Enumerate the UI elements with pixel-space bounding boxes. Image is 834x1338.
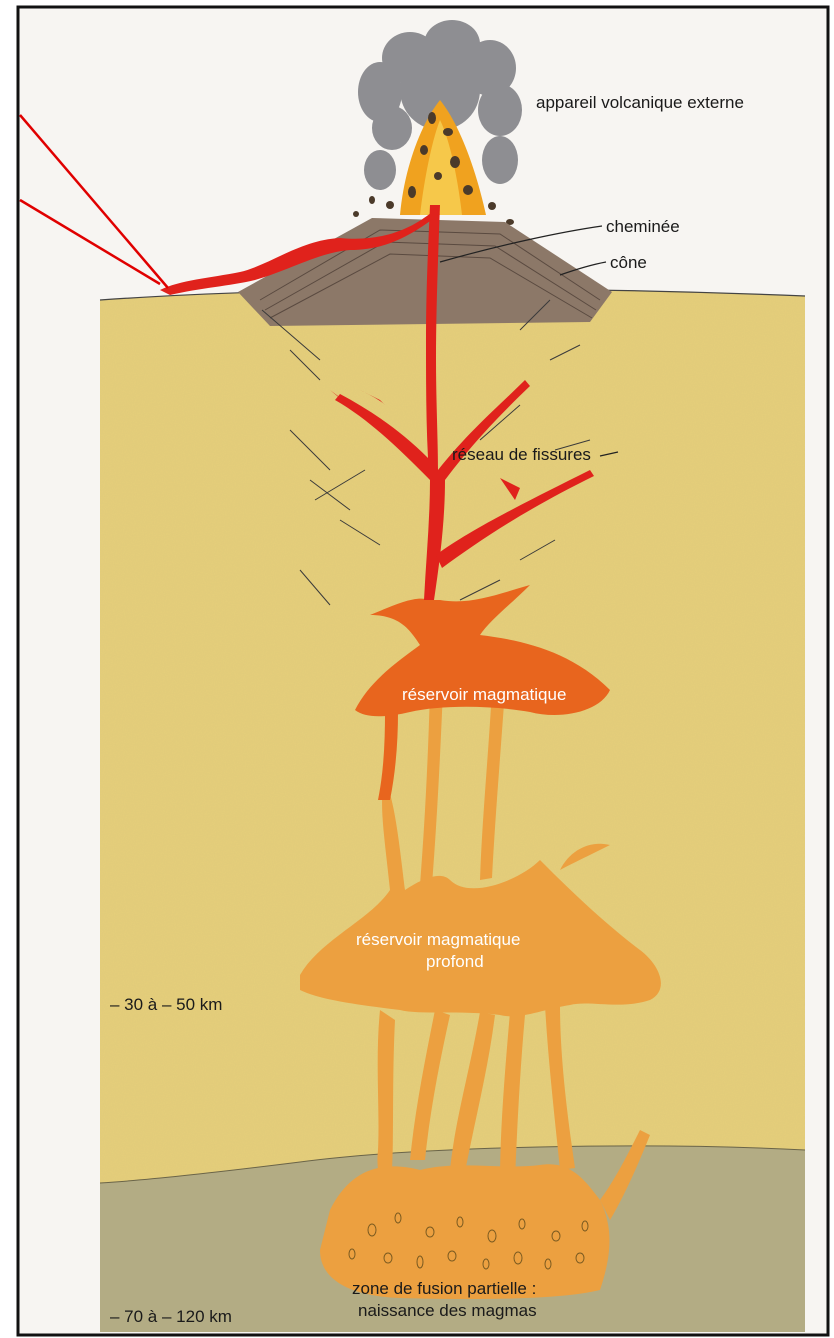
crust-texture: [100, 289, 805, 1183]
label-fusion-zone-2: naissance des magmas: [358, 1301, 537, 1320]
label-depth-fusion: – 70 à – 120 km: [110, 1307, 232, 1326]
label-reservoir: réservoir magmatique: [402, 685, 566, 704]
label-cone: cône: [610, 253, 647, 272]
label-depth-crust: – 30 à – 50 km: [110, 995, 222, 1014]
label-chimney: cheminée: [606, 217, 680, 236]
label-fusion-zone-1: zone de fusion partielle :: [352, 1279, 536, 1298]
label-deep-reservoir-2: profond: [426, 952, 484, 971]
label-external-apparatus: appareil volcanique externe: [536, 93, 744, 112]
label-fissure-network: réseau de fissures: [452, 445, 591, 464]
label-deep-reservoir-1: réservoir magmatique: [356, 930, 520, 949]
